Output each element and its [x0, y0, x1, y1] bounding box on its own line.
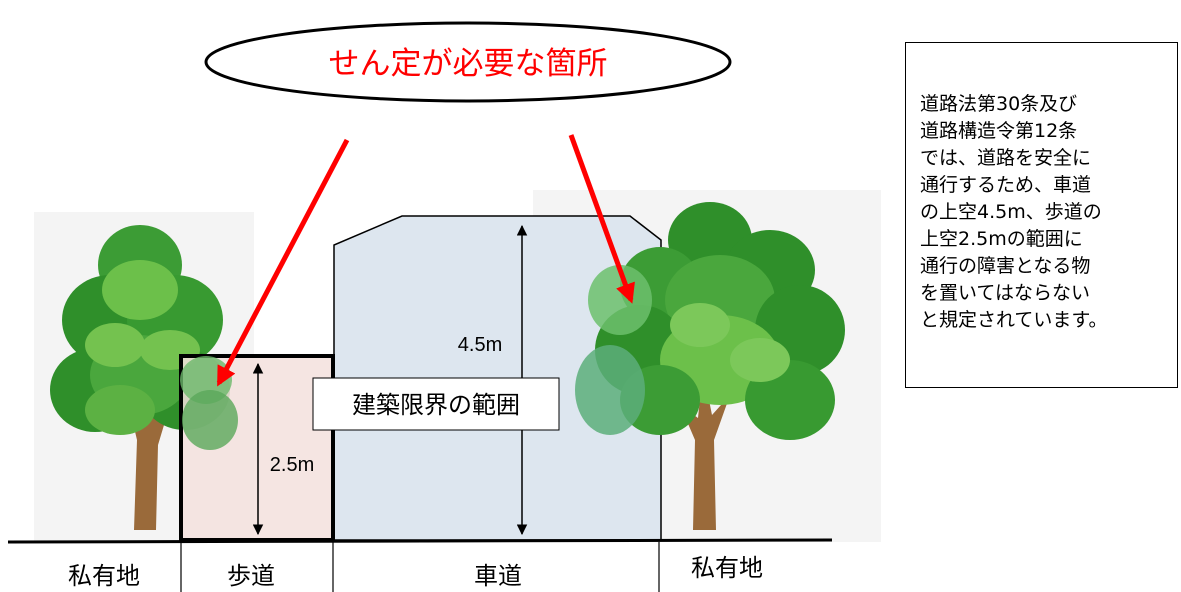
- sidewalk-clearance-label: 2.5m: [270, 454, 314, 476]
- note-line: 道路構造令第12条: [920, 120, 1078, 142]
- note-line: では、道路を安全に: [920, 147, 1092, 169]
- label-private-right: 私有地: [691, 554, 763, 582]
- legal-note-box: 道路法第30条及び 道路構造令第12条 では、道路を安全に 通行するため、車道 …: [905, 42, 1178, 388]
- note-line: 上空2.5mの範囲に: [920, 228, 1083, 250]
- range-label-box: [312, 377, 560, 431]
- range-label: 建築限界の範囲: [352, 391, 520, 419]
- note-line: の上空4.5m、歩道の: [920, 201, 1102, 223]
- note-line: 通行するため、車道: [920, 174, 1092, 196]
- ground-line: [7, 538, 833, 544]
- callout-title: せん定が必要な箇所: [329, 46, 608, 82]
- label-sidewalk: 歩道: [227, 562, 275, 590]
- red-arrow-left: [216, 138, 350, 387]
- tree-left: [50, 225, 230, 530]
- roadway-clearance-label: 4.5m: [458, 334, 502, 356]
- red-arrow-right: [568, 134, 635, 304]
- callout-ellipse: [204, 21, 732, 103]
- left-tree-overhang: [180, 356, 238, 450]
- label-roadway: 車道: [474, 562, 522, 590]
- note-line: 道路法第30条及び: [920, 93, 1078, 115]
- note-line: 通行の障害となる物: [920, 255, 1091, 277]
- note-line: と規定されています。: [920, 309, 1108, 331]
- tree-right: [575, 202, 845, 530]
- label-private-left: 私有地: [68, 562, 140, 590]
- note-line: を置いてはならない: [920, 282, 1091, 304]
